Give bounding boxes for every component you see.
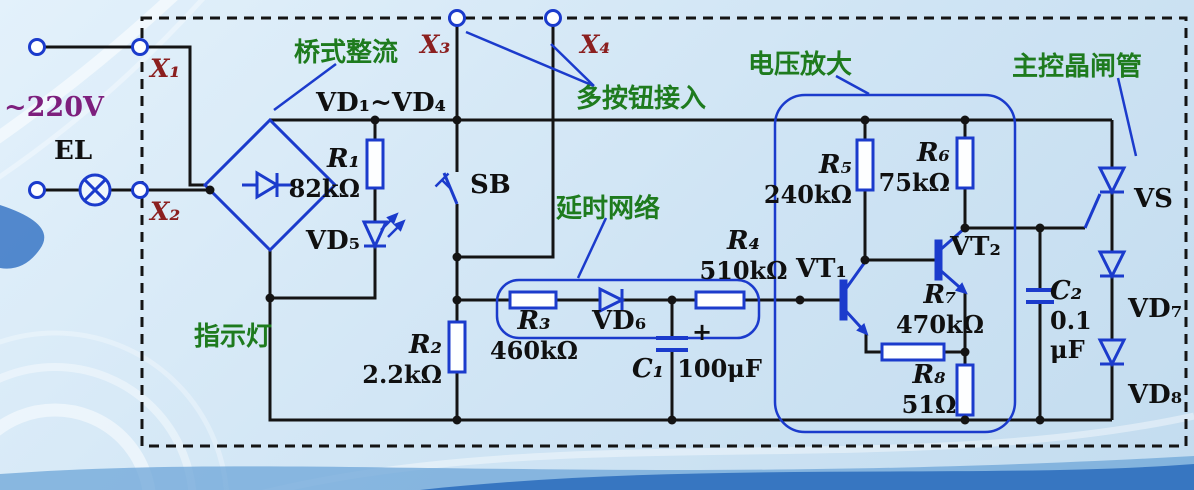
thyristor-VS-symbol bbox=[1083, 166, 1127, 229]
led-VD5-symbol bbox=[361, 212, 406, 250]
amplifier-box bbox=[773, 93, 1017, 434]
pointer-bridge bbox=[273, 62, 337, 112]
pointer-multi-button bbox=[465, 30, 595, 88]
terminal-X3-label: X₃ bbox=[420, 30, 451, 59]
symbols bbox=[28, 9, 1138, 434]
label-R4: R₄ 510kΩ bbox=[699, 226, 788, 285]
transistor-VT1-symbol bbox=[839, 261, 869, 336]
terminal-source-bottom bbox=[28, 181, 46, 199]
delay-network-box bbox=[495, 278, 761, 340]
wire-x1-to-bridge bbox=[147, 45, 205, 187]
label-VT1: VT₁ bbox=[796, 254, 847, 284]
wire-r7-r8 bbox=[864, 292, 967, 420]
resistor-R3-symbol bbox=[508, 290, 558, 310]
label-VD6: VD₆ bbox=[592, 306, 647, 336]
annotation-voltage-amplifier: 电压放大 bbox=[748, 50, 853, 80]
label-VD5: VD₅ bbox=[305, 226, 360, 256]
junction-dots bbox=[205, 115, 1045, 425]
terminals-group bbox=[28, 9, 562, 199]
wire-r6-output bbox=[963, 120, 1085, 230]
label-VD7: VD₇ bbox=[1128, 294, 1183, 324]
transistor-VT2-symbol bbox=[934, 226, 968, 295]
label-C1-polarity: + bbox=[692, 318, 713, 346]
diode-VD7-symbol bbox=[1097, 250, 1127, 280]
resistor-R6-symbol bbox=[955, 136, 975, 190]
wire-x4-branch bbox=[457, 26, 555, 259]
terminal-source-top bbox=[28, 38, 46, 56]
label-R7: R₇ 470kΩ bbox=[895, 280, 985, 339]
resistor-R5-symbol bbox=[855, 138, 875, 192]
pointer-delay bbox=[576, 217, 608, 279]
source-voltage-label: ~220V bbox=[4, 92, 104, 123]
capacitor-C2-symbol bbox=[1026, 288, 1054, 304]
bridge-rectifier-symbol bbox=[202, 117, 338, 253]
wire-dc-minus-rail bbox=[268, 250, 1112, 422]
label-R5: R₅ 240kΩ bbox=[763, 150, 852, 209]
dashed-enclosure bbox=[140, 16, 1188, 448]
resistor-R4-symbol bbox=[694, 290, 746, 310]
label-R1: R₁ 82kΩ bbox=[288, 144, 360, 203]
diode-VD8-symbol bbox=[1097, 338, 1127, 368]
annotation-delay-network: 延时网络 bbox=[556, 194, 661, 224]
annotation-multi-button: 多按钮接入 bbox=[576, 84, 707, 114]
label-SB: SB bbox=[470, 170, 511, 200]
diode-VD6-symbol bbox=[598, 286, 626, 314]
annotation-indicator-lamp: 指示灯 bbox=[194, 322, 273, 352]
label-VS: VS bbox=[1134, 184, 1173, 214]
pointer-amplifier bbox=[835, 74, 870, 96]
capacitor-C1-symbol bbox=[656, 336, 688, 352]
terminal-X2-label: X₂ bbox=[150, 197, 181, 226]
push-button-SB-symbol bbox=[434, 172, 459, 205]
bridge-diodes-label: VD₁~VD₄ bbox=[316, 88, 446, 118]
annotation-bridge-rectifier: 桥式整流 bbox=[294, 38, 399, 68]
terminal-X2 bbox=[131, 181, 149, 199]
terminal-X4 bbox=[544, 9, 562, 27]
terminal-X1-label: X₁ bbox=[150, 54, 181, 83]
label-VD8: VD₈ bbox=[1128, 380, 1183, 410]
label-R6: R₆ 75kΩ bbox=[878, 138, 950, 197]
label-C2: C₂ 0.1 μF bbox=[1050, 276, 1092, 364]
annotation-pointers bbox=[273, 30, 1138, 279]
label-R3: R₃ 460kΩ bbox=[489, 306, 579, 365]
label-R8: R₈ 51Ω bbox=[901, 360, 957, 419]
annotation-main-thyristor: 主控晶闸管 bbox=[1012, 52, 1143, 82]
resistor-R7-symbol bbox=[880, 342, 946, 362]
label-R2: R₂ 2.2kΩ bbox=[362, 330, 442, 389]
lamp-EL-symbol bbox=[78, 173, 112, 207]
resistor-R2-symbol bbox=[447, 320, 467, 374]
label-VT2: VT₂ bbox=[950, 232, 1001, 262]
resistor-R1-symbol bbox=[365, 138, 385, 190]
wires bbox=[45, 26, 1114, 422]
terminal-X4-label: X₄ bbox=[580, 30, 611, 59]
terminal-X1 bbox=[131, 38, 149, 56]
lamp-label: EL bbox=[54, 136, 93, 166]
terminal-X3 bbox=[448, 9, 466, 27]
pointer-thyristor bbox=[1116, 77, 1138, 157]
label-C1: C₁ 100μF bbox=[632, 354, 762, 384]
resistor-R8-symbol bbox=[955, 363, 975, 417]
